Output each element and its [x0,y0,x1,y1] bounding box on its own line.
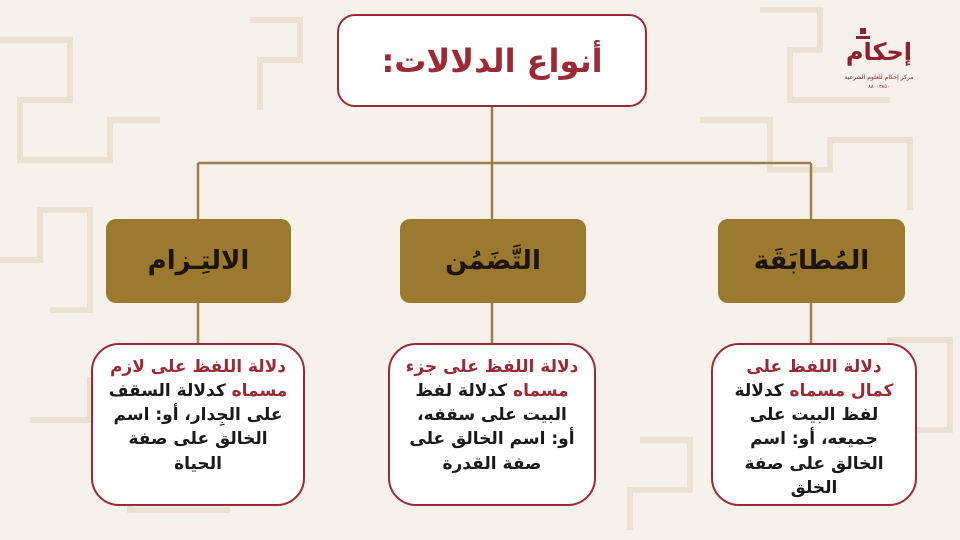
logo-subtitle: مركز إحكام للعلوم الشرعية [844,74,914,81]
diagram-title: أنواع الدلالات: [337,14,647,107]
definition-tadammun-text: كدلالة لفظ البيت على سقفه، أو: اسم الخال… [409,381,575,474]
definition-iltizam-highlight: دلالة اللفظ على لازم مسماه [109,357,288,402]
definition-iltizam-text: كدلالة السقف على الجِدار، أو: اسم الخالق… [108,381,283,474]
logo-emblem-icon [856,28,870,39]
category-tadammun: التَّضَمُن [400,219,586,303]
logo-wordmark: إحكام [845,38,912,66]
definition-tadammun: دلالة اللفظ على جزء مسماه كدلالة لفظ الب… [388,343,596,506]
definition-iltizam: دلالة اللفظ على لازم مسماه كدلالة السقف … [91,343,305,506]
definition-mutabaqa-highlight: دلالة اللفظ على كمال مسماه [746,357,894,402]
logo-number: ٨٨٠٠٢٨٥٠ [868,84,890,90]
category-iltizam: الالتِـزام [106,219,291,303]
category-mutabaqa: المُطابَقَة [718,219,905,303]
definition-mutabaqa: دلالة اللفظ على كمال مسماه كدلالة لفظ ال… [711,343,917,506]
definition-mutabaqa-text: كدلالة لفظ البيت على جميعه، أو: اسم الخا… [734,381,884,498]
definition-tadammun-highlight: دلالة اللفظ على جزء مسماه [405,357,579,402]
